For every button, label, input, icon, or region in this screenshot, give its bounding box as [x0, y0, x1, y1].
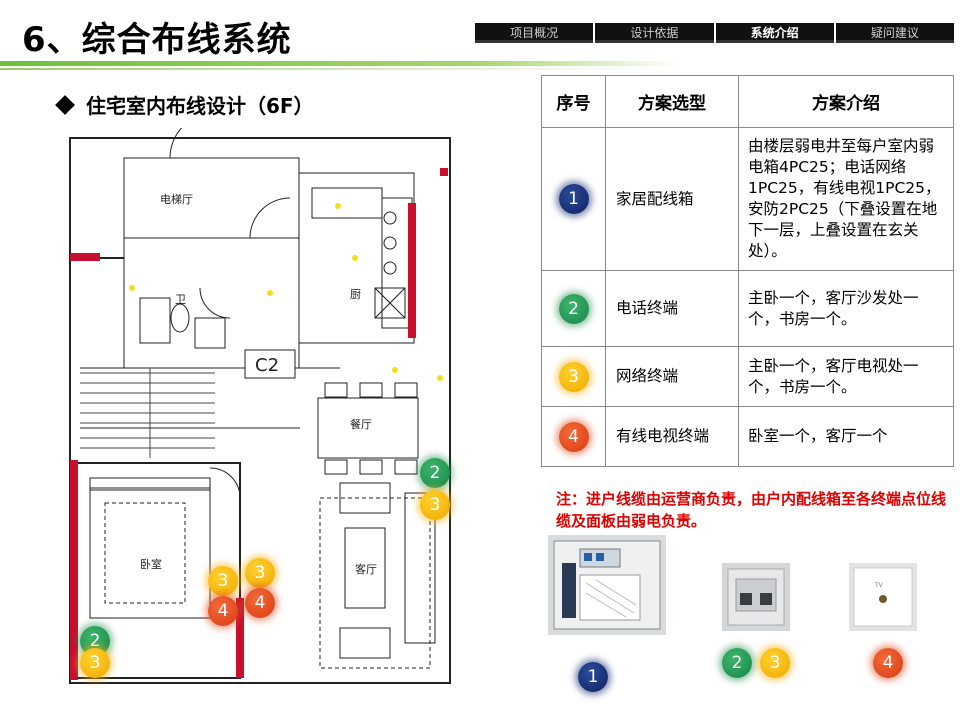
distribution-box-photo: [548, 535, 666, 635]
floor-plan: 电梯厅 卫 厨 餐厅 客厅 卧室 C2: [50, 128, 470, 690]
title-underline-thin: [0, 68, 640, 70]
table-cell-desc: 由楼层弱电井至每户室内弱电箱4PC25；电话网络1PC25，有线电视1PC25，…: [738, 127, 954, 271]
floor-plan-drawing: 电梯厅 卫 厨 餐厅 客厅 卧室 C2: [69, 128, 451, 684]
plan-marker-network: 3: [245, 558, 275, 588]
room-label-elevator-hall: 电梯厅: [160, 193, 193, 206]
c2-label-box: [244, 349, 296, 379]
table-header-desc: 方案介绍: [738, 75, 954, 128]
room-label-living: 客厅: [355, 562, 377, 576]
table-cell-num: 1: [541, 127, 606, 271]
nav-tab-system-intro[interactable]: 系统介绍: [715, 23, 834, 43]
table-marker-3: 3: [558, 361, 589, 392]
table-cell-desc: 主卧一个，客厅沙发处一个，书房一个。: [738, 270, 954, 347]
c2-label: C2: [255, 355, 279, 376]
room-label-bedroom: 卧室: [140, 557, 162, 571]
table-row: 2 电话终端 主卧一个，客厅沙发处一个，书房一个。: [541, 270, 954, 347]
section-heading: 住宅室内布线设计（6F）: [55, 90, 314, 119]
photo-marker-network: 3: [760, 648, 790, 678]
spec-table: 序号 方案选型 方案介绍 1 家居配线箱 由楼层弱电井至每户室内弱电箱4PC25…: [541, 75, 954, 467]
table-cell-type: 有线电视终端: [605, 406, 739, 467]
table-marker-1: 1: [558, 184, 589, 214]
plan-marker-network: 3: [208, 566, 238, 596]
nav-tab-overview[interactable]: 项目概况: [475, 23, 594, 43]
nav-tab-questions[interactable]: 疑问建议: [835, 23, 954, 43]
tv-socket-label: TV: [874, 582, 884, 589]
table-marker-4: 4: [558, 421, 589, 452]
table-cell-type: 电话终端: [605, 270, 739, 347]
title-underline: [0, 61, 680, 66]
table-cell-desc: 主卧一个，客厅电视处一个，书房一个。: [738, 346, 954, 407]
page-title: 6、综合布线系统: [22, 20, 292, 60]
photo-marker-box: 1: [578, 662, 608, 692]
table-cell-desc: 卧室一个，客厅一个: [738, 406, 954, 467]
plan-marker-tv: 4: [245, 588, 275, 618]
section-heading-text: 住宅室内布线设计（6F）: [86, 94, 314, 118]
plan-marker-tv: 4: [208, 596, 238, 626]
data-socket-photo: [722, 563, 790, 631]
table-row: 1 家居配线箱 由楼层弱电井至每户室内弱电箱4PC25；电话网络1PC25，有线…: [541, 127, 954, 271]
table-cell-num: 3: [541, 346, 606, 407]
plan-marker-phone: 2: [420, 458, 450, 488]
room-label-bathroom: 卫: [175, 293, 186, 306]
diamond-bullet-icon: [55, 95, 75, 115]
photo-marker-tv: 4: [873, 648, 903, 678]
table-marker-2: 2: [558, 293, 589, 324]
nav-tab-design-basis[interactable]: 设计依据: [595, 23, 714, 43]
table-row: 3 网络终端 主卧一个，客厅电视处一个，书房一个。: [541, 346, 954, 407]
table-header-row: 序号 方案选型 方案介绍: [541, 75, 954, 128]
table-header-type: 方案选型: [605, 75, 739, 128]
table-cell-num: 4: [541, 406, 606, 467]
section-nav: 项目概况 设计依据 系统介绍 疑问建议: [475, 23, 954, 43]
cabling-note: 注：进户线缆由运营商负责，由户内配线箱至各终端点位线缆及面板由弱电负责。: [556, 490, 947, 530]
table-row: 4 有线电视终端 卧室一个，客厅一个: [541, 406, 954, 467]
table-header-num: 序号: [541, 75, 606, 128]
room-label-kitchen: 厨: [350, 288, 361, 301]
plan-marker-network: 3: [80, 648, 110, 678]
tv-socket-photo: TV: [849, 563, 917, 631]
photo-marker-phone: 2: [722, 648, 752, 678]
table-cell-num: 2: [541, 270, 606, 347]
plan-marker-network: 3: [420, 490, 450, 520]
table-cell-type: 网络终端: [605, 346, 739, 407]
room-label-dining: 餐厅: [350, 417, 372, 431]
table-cell-type: 家居配线箱: [605, 127, 739, 271]
